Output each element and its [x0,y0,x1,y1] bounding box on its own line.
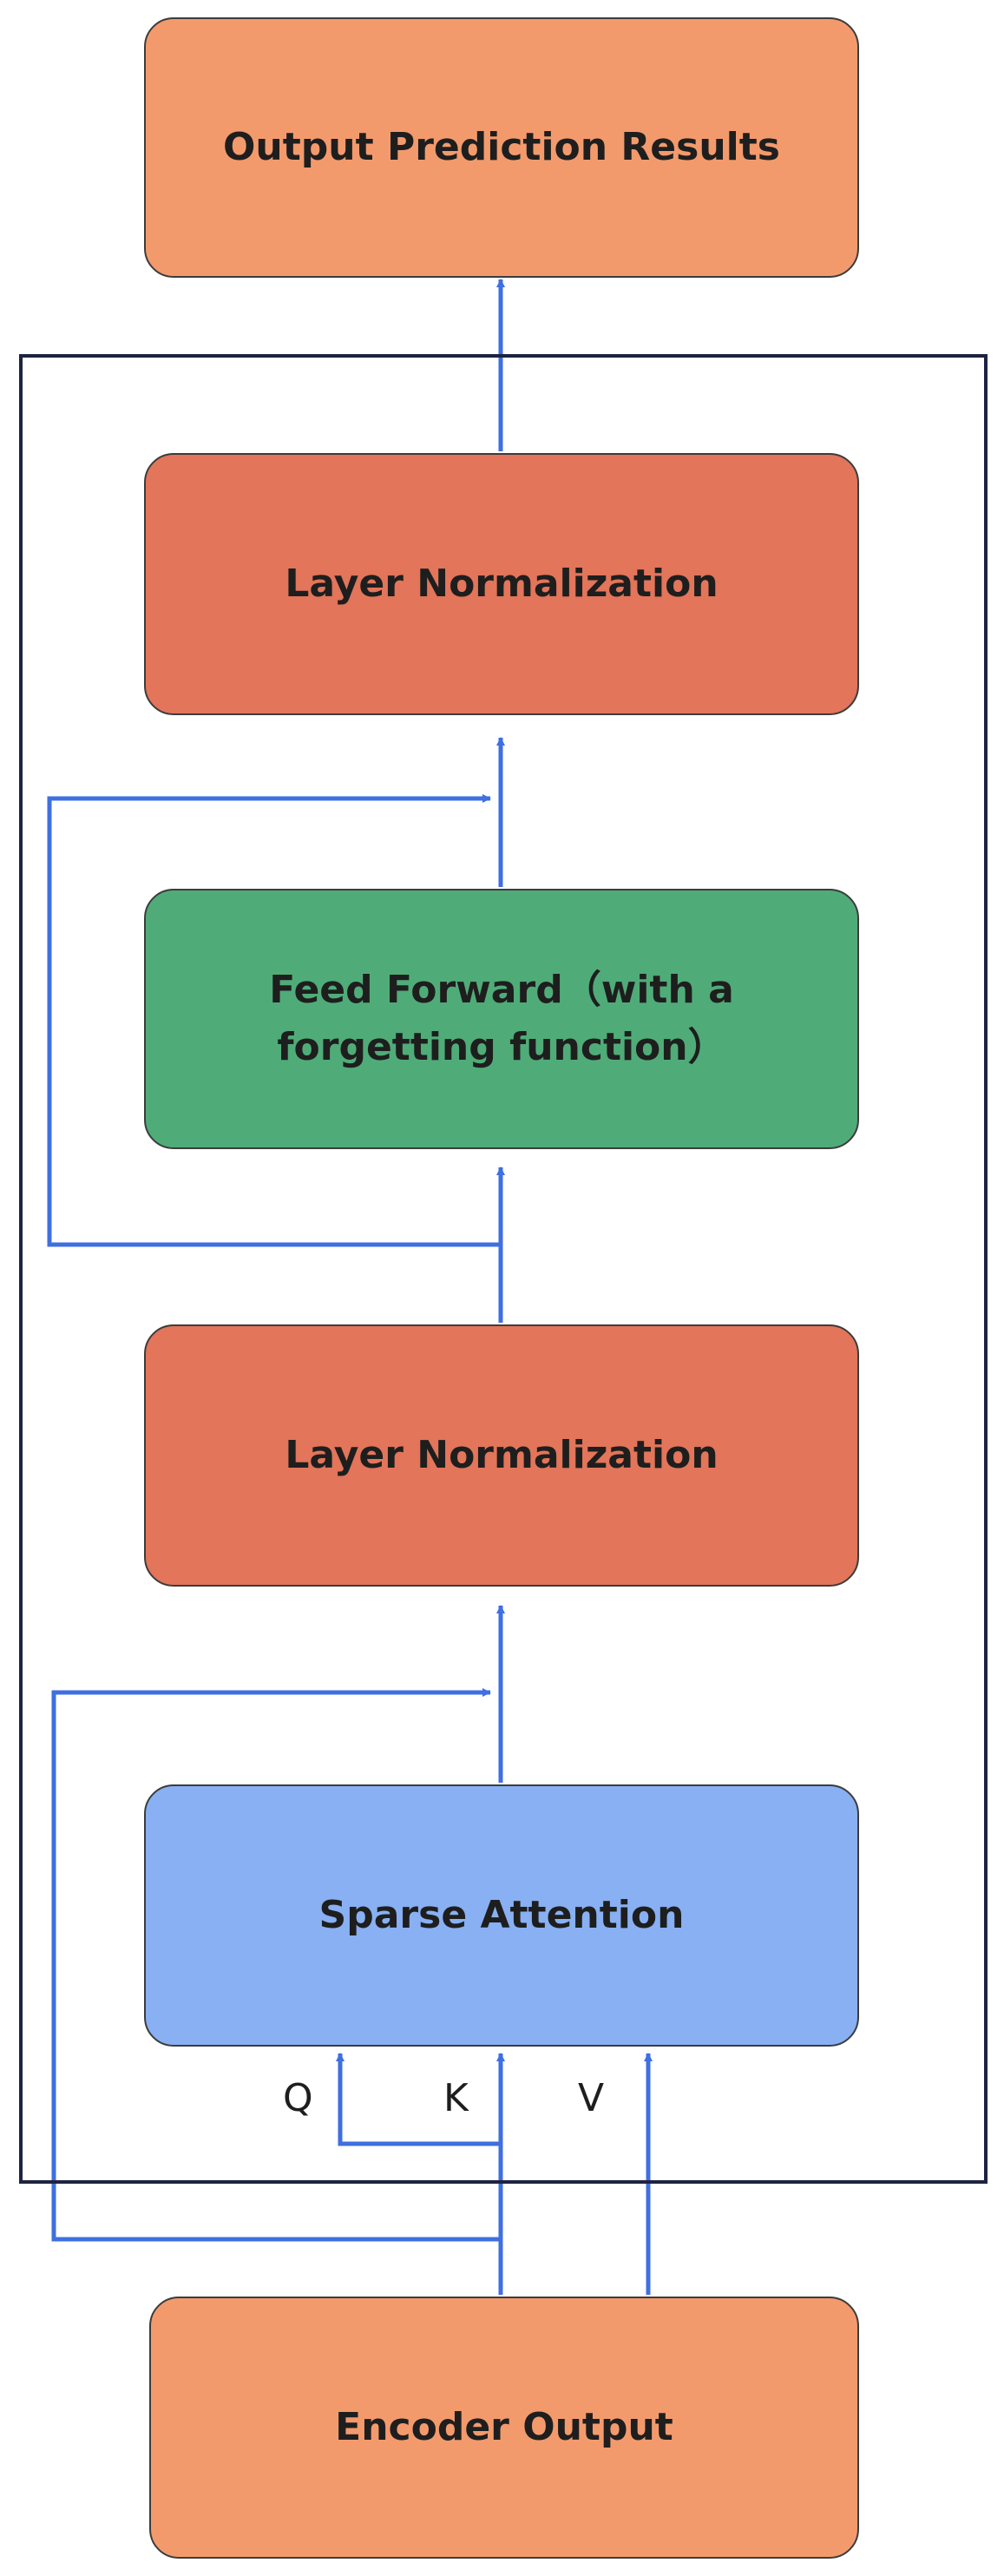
feed-forward-node: Feed Forward（with a forgetting function） [144,889,859,1149]
decoder-block-frame [19,354,988,2184]
arrow-encoder-to-q [336,2053,501,2146]
layer-normalization-bottom-node: Layer Normalization [144,1324,859,1587]
port-label-v: V [578,2076,605,2120]
sparse-attention-node: Sparse Attention [144,1784,859,2047]
layer-normalization-top-node: Layer Normalization [144,453,859,715]
residual-arrow-feed-forward [47,794,501,1247]
port-label-q: Q [283,2076,313,2120]
output-prediction-results-node: Output Prediction Results [144,17,859,278]
residual-arrow-attention [51,1688,501,2242]
port-label-k: K [443,2076,469,2120]
encoder-output-node: Encoder Output [149,2297,859,2559]
